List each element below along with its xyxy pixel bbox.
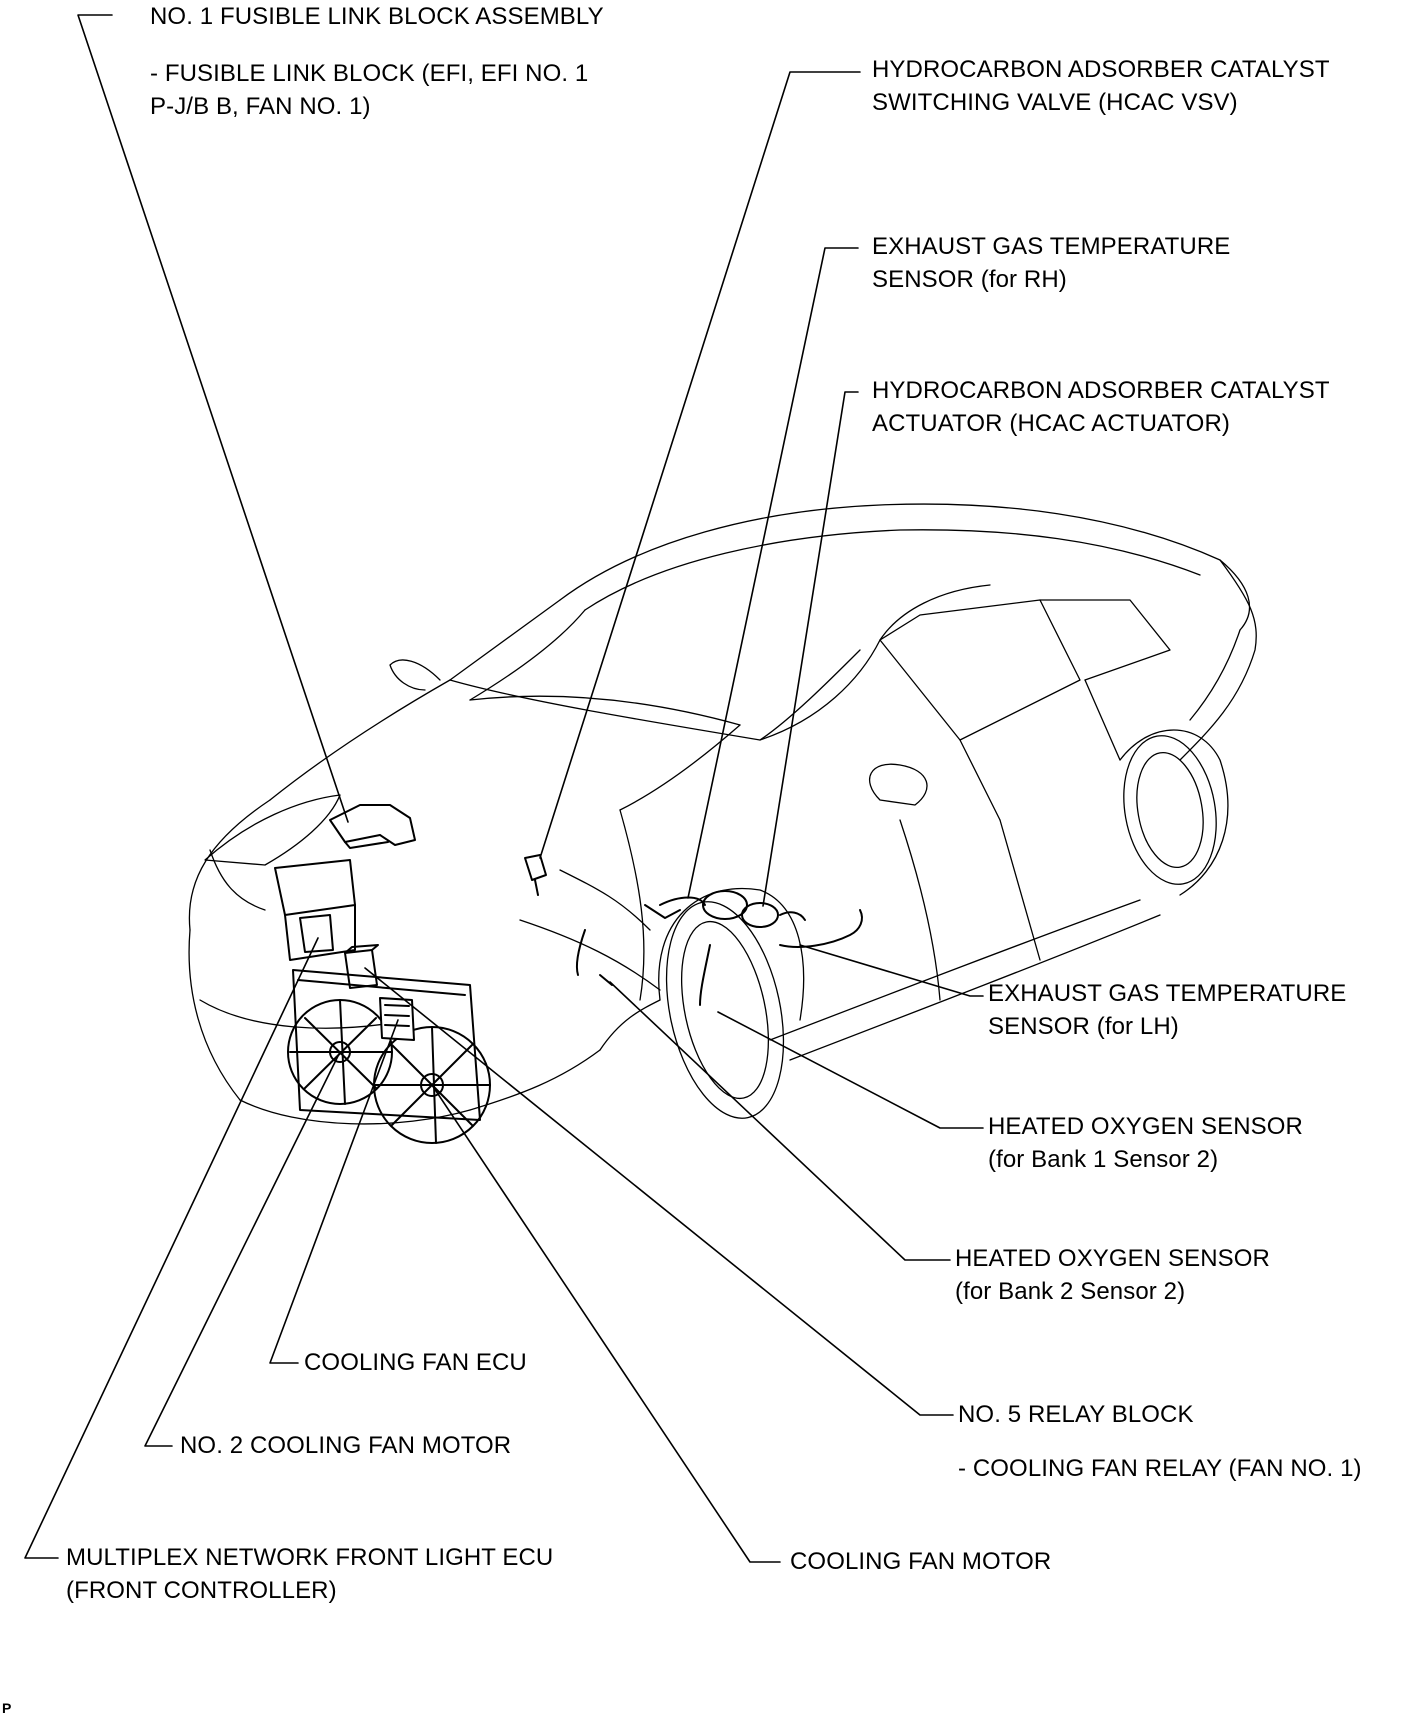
label-egt-rh-line2: SENSOR (for RH) [872,266,1067,293]
label-fusible-link-sub2: P-J/B B, FAN NO. 1) [150,93,371,120]
leader-front-light-ecu [24,937,319,1559]
label-egt-lh-line1: EXHAUST GAS TEMPERATURE [988,980,1347,1007]
relay-block-shape [344,949,378,989]
fusible-link-block-shape [329,804,416,846]
leader-ho2-bank1 [717,1011,984,1129]
label-no2-cooling-fan-motor-line1: NO. 2 COOLING FAN MOTOR [180,1432,512,1459]
label-cooling-fan-ecu: COOLING FAN ECU [304,1346,527,1379]
label-front-light-ecu: MULTIPLEX NETWORK FRONT LIGHT ECU (FRONT… [66,1541,553,1607]
label-cooling-fan-ecu-line1: COOLING FAN ECU [304,1349,527,1376]
label-front-light-ecu-line1: MULTIPLEX NETWORK FRONT LIGHT ECU [66,1544,554,1571]
leader-hcac-actuator [762,391,859,907]
leader-cooling-fan-motor [431,1084,781,1563]
label-relay-block: NO. 5 RELAY BLOCK [958,1398,1194,1431]
label-hcac-actuator: HYDROCARBON ADSORBER CATALYST ACTUATOR (… [872,374,1330,440]
hcac-vsv-shape [524,854,547,881]
leader-cooling-fan-ecu [269,1019,399,1364]
label-egt-rh: EXHAUST GAS TEMPERATURE SENSOR (for RH) [872,230,1230,296]
label-hcac-vsv-line2: SWITCHING VALVE (HCAC VSV) [872,89,1238,116]
leader-fusible-link [77,14,349,823]
label-ho2-bank1-line2: (for Bank 1 Sensor 2) [988,1146,1219,1173]
label-fusible-link-sub1: - FUSIBLE LINK BLOCK (EFI, EFI NO. 1 [150,60,589,87]
figure-code: P [2,1700,12,1716]
label-egt-lh-line2: SENSOR (for LH) [988,1013,1179,1040]
label-no2-cooling-fan-motor: NO. 2 COOLING FAN MOTOR [180,1429,511,1462]
cooling-fan-ecu-shape [379,997,415,1041]
label-cooling-fan-motor: COOLING FAN MOTOR [790,1545,1051,1578]
leader-egt-lh [799,944,984,997]
label-front-light-ecu-line2: (FRONT CONTROLLER) [66,1577,337,1604]
label-hcac-vsv: HYDROCARBON ADSORBER CATALYST SWITCHING … [872,53,1330,119]
leader-lines [24,14,984,1563]
leader-no2-fan [144,1051,341,1447]
leader-relay-block [364,967,954,1416]
label-hcac-actuator-line2: ACTUATOR (HCAC ACTUATOR) [872,410,1230,437]
label-cooling-fan-motor-line1: COOLING FAN MOTOR [790,1548,1052,1575]
label-ho2-bank2-line1: HEATED OXYGEN SENSOR [955,1245,1270,1272]
label-relay-block-title: NO. 5 RELAY BLOCK [958,1401,1194,1428]
components [274,804,863,1144]
label-ho2-bank1-line1: HEATED OXYGEN SENSOR [988,1113,1303,1140]
leader-hcac-vsv [539,71,861,859]
label-relay-block-detail: - COOLING FAN RELAY (FAN NO. 1) [958,1452,1362,1485]
label-hcac-vsv-line1: HYDROCARBON ADSORBER CATALYST [872,56,1330,83]
label-ho2-bank2-line2: (for Bank 2 Sensor 2) [955,1278,1186,1305]
leader-ho2-bank2 [609,981,951,1261]
label-egt-rh-line1: EXHAUST GAS TEMPERATURE [872,233,1231,260]
label-hcac-actuator-line1: HYDROCARBON ADSORBER CATALYST [872,377,1330,404]
label-ho2-bank2: HEATED OXYGEN SENSOR (for Bank 2 Sensor … [955,1242,1270,1308]
label-egt-lh: EXHAUST GAS TEMPERATURE SENSOR (for LH) [988,977,1346,1043]
label-ho2-bank1: HEATED OXYGEN SENSOR (for Bank 1 Sensor … [988,1110,1303,1176]
leader-egt-rh [687,247,859,899]
label-relay-block-sub1: - COOLING FAN RELAY (FAN NO. 1) [958,1455,1362,1482]
label-fusible-link-detail: - FUSIBLE LINK BLOCK (EFI, EFI NO. 1 P-J… [150,57,588,123]
label-fusible-link-block: NO. 1 FUSIBLE LINK BLOCK ASSEMBLY [150,0,604,33]
label-fusible-link-title: NO. 1 FUSIBLE LINK BLOCK ASSEMBLY [150,3,604,30]
